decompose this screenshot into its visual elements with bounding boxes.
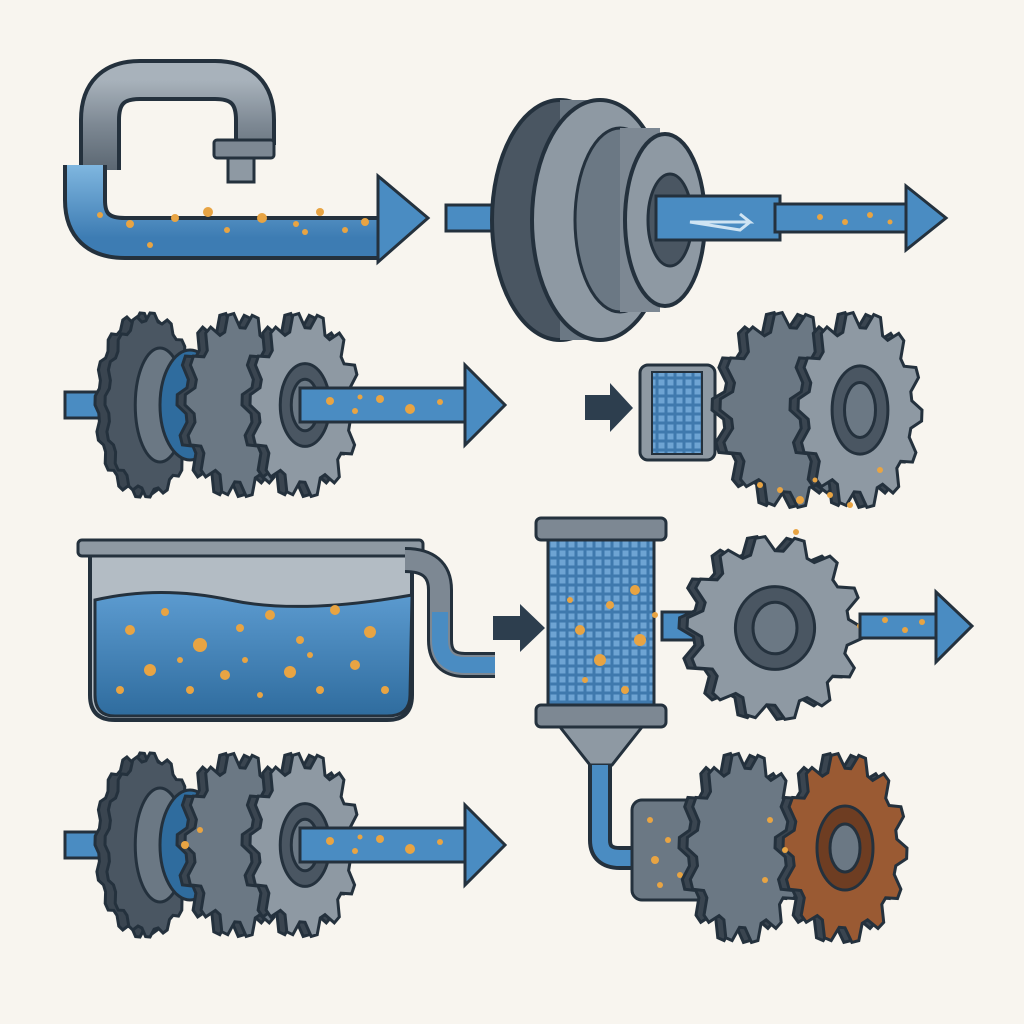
cylinder-filter-icon — [493, 516, 975, 870]
rusted-gear-icon — [630, 751, 909, 945]
gear-assembly-icon — [63, 751, 508, 939]
gear-wheel — [677, 534, 865, 722]
gear-assembly-icon — [63, 311, 508, 499]
gear-wheel — [788, 310, 924, 510]
gear-wheel — [677, 751, 805, 945]
rusted-gear-wheel — [773, 751, 909, 945]
pipe-with-particles-icon — [63, 59, 431, 266]
bearing-icon — [444, 98, 949, 342]
reservoir-tank-icon — [76, 538, 495, 722]
mesh-filter-gear-icon — [585, 310, 924, 510]
